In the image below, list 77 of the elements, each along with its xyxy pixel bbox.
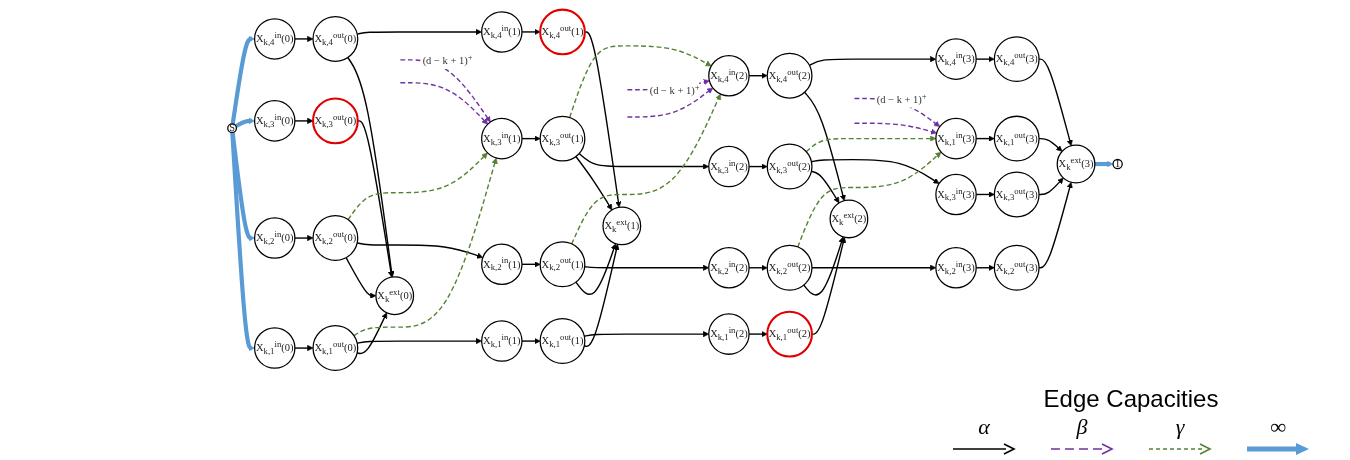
circle-node: X$_{k,4}$$^{out}$(0) bbox=[312, 15, 359, 62]
arrow bbox=[570, 93, 722, 245]
arrow bbox=[521, 135, 541, 142]
arrow bbox=[234, 117, 255, 128]
arrow bbox=[230, 132, 255, 352]
arrow bbox=[347, 152, 488, 221]
circle-node: X$_{k,2}$$^{out}$(0) bbox=[312, 215, 359, 262]
arrow bbox=[811, 236, 847, 335]
circle-node: X$_{k,3}$$^{in}$(1) bbox=[481, 117, 523, 160]
circle-node: X$_{k,4}$$^{in}$(1) bbox=[481, 11, 523, 53]
arrow bbox=[294, 345, 314, 352]
arrow bbox=[353, 157, 498, 337]
circle-node: X$_{k,1}$$^{out}$(1) bbox=[539, 318, 586, 365]
circle-node: X$_{k,1}$$^{out}$(0) bbox=[312, 325, 359, 372]
arrow bbox=[399, 59, 491, 123]
arrow bbox=[797, 151, 942, 248]
arrow bbox=[345, 257, 377, 299]
circle-node: X$_{k,4}$$^{out}$(3) bbox=[993, 36, 1040, 83]
arrow bbox=[803, 91, 846, 201]
legend-label: ∞ bbox=[1270, 412, 1286, 440]
circle-node: X$_{k,1}$$^{in}$(1) bbox=[481, 320, 523, 362]
circle-node: X$_{k,4}$$^{out}$(1) bbox=[539, 8, 586, 56]
circle-node: X$_{k,1}$$^{in}$(2) bbox=[708, 313, 750, 355]
circle-node: X$_{k,3}$$^{in}$(3) bbox=[935, 173, 977, 216]
circle-node: X$_{k,3}$$^{out}$(3) bbox=[993, 171, 1040, 218]
arrow bbox=[803, 236, 845, 296]
arrow bbox=[356, 312, 388, 355]
circle-node: T bbox=[1112, 158, 1123, 170]
circle-node: X$_{k,2}$$^{out}$(2) bbox=[766, 244, 813, 291]
circle-node: X$_{k,2}$$^{in}$(2) bbox=[708, 247, 750, 289]
arrow bbox=[294, 35, 314, 42]
arrow bbox=[584, 31, 622, 208]
legend-label: α bbox=[978, 412, 990, 440]
legend-label: β bbox=[1076, 412, 1088, 440]
arrow bbox=[356, 242, 484, 259]
circle-node: X$_{k,3}$$^{in}$(2) bbox=[708, 145, 750, 188]
arrow bbox=[521, 28, 541, 35]
circle-node: X$_{k,2}$$^{in}$(3) bbox=[935, 247, 977, 289]
circle-node: X$_{k,1}$$^{in}$(0) bbox=[253, 327, 296, 369]
circle-node: X$_{k,2}$$^{out}$(3) bbox=[993, 244, 1040, 291]
arrow bbox=[294, 117, 314, 124]
circle-node: X$_{k,2}$$^{in}$(0) bbox=[253, 217, 296, 259]
circle-node: X$_{k,1}$$^{out}$(2) bbox=[766, 310, 813, 358]
circle-node: X$_{k,4}$$^{in}$(3) bbox=[935, 38, 977, 80]
circle-node: X$_{k}$$^{ext}$(2) bbox=[829, 199, 869, 239]
circle-node: X$_{k,2}$$^{in}$(1) bbox=[481, 243, 523, 286]
circle-node: X$_{k,1}$$^{in}$(3) bbox=[935, 117, 977, 160]
circle-node: X$_{k}$$^{ext}$(1) bbox=[602, 206, 642, 246]
edge-label: (d − k + 1)$^{+}$ bbox=[649, 80, 700, 99]
arrow bbox=[356, 28, 482, 35]
circle-node: X$_{k,4}$$^{in}$(2) bbox=[708, 54, 750, 97]
arrow bbox=[626, 87, 714, 118]
arrow bbox=[575, 155, 613, 211]
circle-node: X$_{k,4}$$^{in}$(0) bbox=[253, 18, 296, 60]
arrow bbox=[230, 132, 255, 242]
legend-label: γ bbox=[1175, 412, 1185, 440]
circle-node: X$_{k,4}$$^{out}$(2) bbox=[766, 52, 813, 99]
arrow bbox=[575, 243, 617, 296]
legend-heading: Edge Capacities bbox=[1043, 386, 1219, 413]
circle-node: X$_{k,3}$$^{in}$(0) bbox=[253, 100, 296, 142]
arrow bbox=[230, 35, 255, 125]
circle-node: X$_{k}$$^{ext}$(0) bbox=[375, 276, 415, 316]
circle-node: X$_{k,2}$$^{out}$(1) bbox=[539, 241, 586, 288]
circle-node: S bbox=[227, 122, 238, 134]
circle-node: X$_{k,3}$$^{out}$(0) bbox=[312, 97, 359, 145]
arrow bbox=[347, 56, 395, 278]
circle-node: X$_{k,3}$$^{out}$(2) bbox=[766, 143, 813, 190]
circle-node: X$_{k}$$^{ext}$(3) bbox=[1056, 144, 1096, 184]
circle-node: X$_{k,3}$$^{out}$(1) bbox=[539, 115, 586, 162]
arrow bbox=[399, 82, 489, 125]
arrow bbox=[294, 235, 314, 242]
arrow bbox=[521, 261, 541, 268]
arrow bbox=[853, 122, 937, 135]
arrow bbox=[356, 338, 482, 345]
arrow bbox=[568, 45, 712, 119]
arrow bbox=[521, 338, 541, 345]
circle-node: X$_{k,1}$$^{out}$(3) bbox=[993, 115, 1040, 162]
